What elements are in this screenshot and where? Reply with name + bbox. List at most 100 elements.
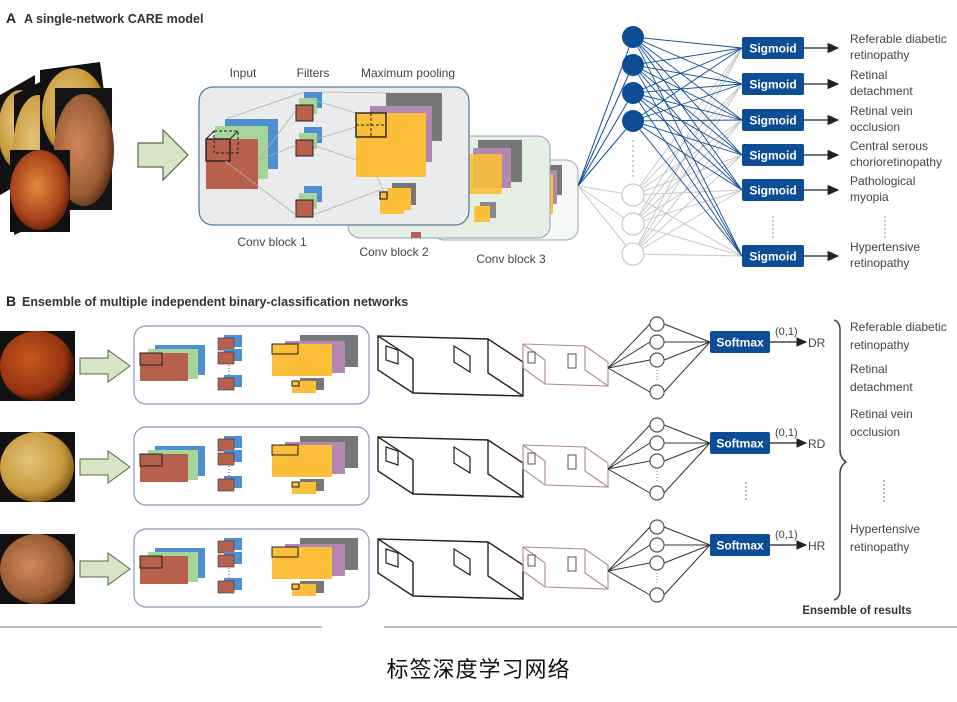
fc-edge [663,341,711,361]
active-neuron [622,82,644,104]
fc-edge [632,189,743,255]
active-neuron [622,54,644,76]
fc-edge [632,189,743,196]
binary-network-dr: Softmax(0,1)DR [0,316,826,405]
dense-layer [377,335,524,397]
output-label: myopia [850,190,889,204]
conv-connections [224,91,391,216]
disease-code: DR [808,336,826,350]
fc-edge [632,36,743,121]
fc-edge [632,119,743,225]
neuron [649,555,665,571]
neuron [649,417,665,433]
output-label: Retinal [850,68,887,82]
fc-edge [632,92,743,257]
ensemble-label: Ensemble of results [802,605,911,617]
range-label: (0,1) [775,529,798,541]
dense-layer [377,436,524,498]
fc-edge [663,424,711,444]
sigmoid-box [742,73,804,95]
fc-edge [632,154,743,225]
inactive-neuron [621,212,645,236]
fc-edge [607,544,651,572]
fc-edge [607,468,651,494]
fc-edge [607,526,651,572]
fc-edge [632,92,743,121]
fc-edge [632,36,743,85]
result-label: detachment [850,380,913,394]
fc-edge [632,119,743,255]
fc-edge [632,120,743,156]
label-conv-block-3: Conv block 3 [476,252,546,266]
fc-edge [607,424,651,470]
active-neuron [622,26,644,48]
neuron [649,587,665,603]
softmax-label: Softmax [716,336,764,350]
max-pooling-volume [355,93,442,214]
output-label: chorioretinopathy [850,155,942,169]
fc-edge [632,154,743,255]
fc-edge [632,83,743,255]
result-label: retinopathy [850,338,909,352]
output-label: Hypertensive [850,240,920,254]
fc-edge [632,83,743,94]
neuron [649,435,665,451]
fc-edge [632,194,743,257]
label-conv-block-2: Conv block 2 [359,245,429,259]
binary-network-rd: Softmax(0,1)RD [0,417,826,506]
softmax-box [710,331,770,353]
fc-edge [663,442,711,494]
sigmoid-label: Sigmoid [749,250,796,264]
fc-edge [632,64,743,191]
panel-b-title: Ensemble of multiple independent binary-… [22,295,408,309]
fc-edge [632,47,743,122]
dense-layer [377,538,524,600]
inactive-neuron [621,183,645,207]
fc-edge [632,83,743,196]
fc-edge [632,64,743,121]
fully-connected-layer [577,26,743,266]
fc-edge [632,120,743,191]
label-max-pooling: Maximum pooling [361,66,455,80]
panel-a-title: A single-network CARE model [24,12,203,26]
sigmoid-label: Sigmoid [749,184,796,198]
neuron [649,537,665,553]
sigmoid-label: Sigmoid [749,114,796,128]
neuron [649,384,665,400]
fundus-image [0,534,74,604]
fc-edge [607,367,651,393]
fc-edge [607,341,651,369]
filter-cubes [295,92,322,218]
input-arrow [79,552,131,586]
fc-edge [632,189,743,225]
fc-edge [632,36,743,257]
fundus-image [0,331,74,401]
fc-edge [607,562,651,572]
fc-edge [577,185,634,255]
output-label: retinopathy [850,256,909,270]
sigmoid-box [742,144,804,166]
fundus-image-stack [0,62,114,235]
fc-edge [577,120,634,187]
fc-edge [607,323,651,369]
fc-edge [663,544,711,564]
input-arrow [137,128,189,182]
dense-layer-small [522,546,609,590]
fc-edge [577,64,634,187]
output-label: Referable diabetic [850,32,947,46]
ensemble-results: Referable diabeticretinopathyRetinaldeta… [850,320,947,554]
fc-edge [632,64,743,156]
result-label: Retinal vein [850,407,913,421]
inactive-neuron [621,242,645,266]
result-label: Retinal [850,362,887,376]
output-label: Central serous [850,139,928,153]
sigmoid-label: Sigmoid [749,78,796,92]
fundus-image [0,432,74,502]
fc-edge [577,92,634,187]
output-label: retinopathy [850,48,909,62]
disease-code: HR [808,539,826,553]
figure-diagram: A A single-network CARE model [0,10,957,628]
fc-edge [632,92,743,156]
fc-edge [632,119,743,196]
sigmoid-box [742,179,804,201]
